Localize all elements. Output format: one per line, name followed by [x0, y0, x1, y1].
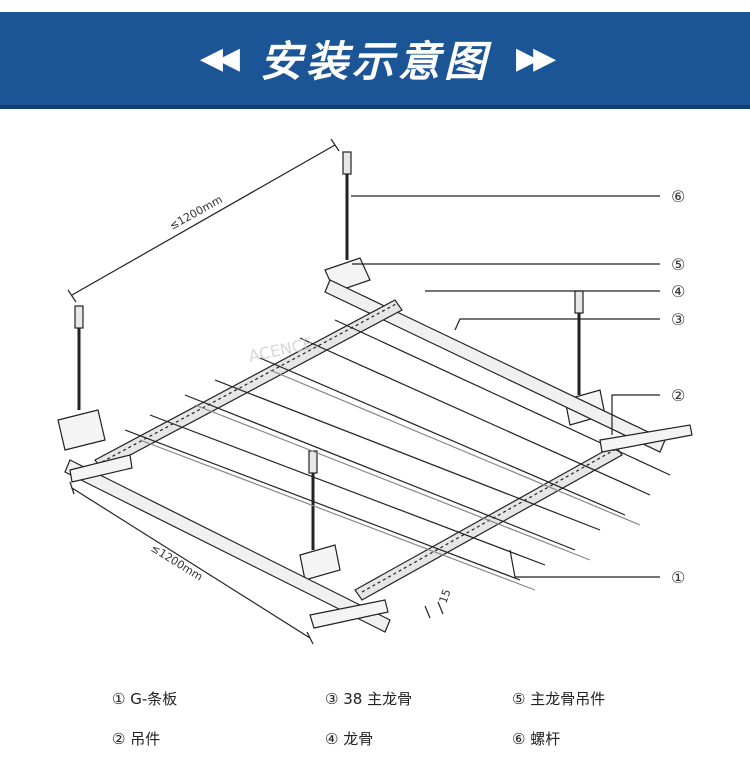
- hanger-left: [57, 409, 106, 451]
- left-arrows-icon: ◀◀: [199, 41, 240, 76]
- cross-keel-right: [354, 444, 623, 601]
- dimension-label-small: 15: [437, 587, 454, 605]
- callout-leader-3: [454, 318, 660, 331]
- page-title: 安装示意图: [259, 37, 490, 86]
- legend-item-g-strip: ① G-条板: [112, 690, 178, 708]
- main-keel-front: [64, 459, 391, 633]
- panel-strip: [124, 429, 521, 581]
- dimension-line-bottom: [71, 487, 311, 639]
- dimension-line-top: [71, 144, 336, 296]
- legend-item-main-keel-hanger: ⑤ 主龙骨吊件: [512, 690, 606, 708]
- hanger-middle: [299, 544, 341, 581]
- callout-1: ①: [671, 568, 685, 587]
- callout-3: ③: [671, 310, 685, 329]
- bottom-rail: [309, 599, 389, 629]
- callout-leader-2: [611, 394, 660, 435]
- callout-5: ⑤: [671, 255, 685, 274]
- dimension-label-bottom: ≤1200mm: [148, 542, 205, 584]
- callout-4: ④: [671, 282, 685, 301]
- legend-item-screw-rod: ⑥ 螺杆: [512, 730, 561, 748]
- legend-item-main-keel: ③ 38 主龙骨: [325, 690, 413, 708]
- main-keel-back: [324, 279, 666, 453]
- callout-2: ②: [671, 386, 685, 405]
- header-banner: ◀◀ 安装示意图 ▶▶: [0, 12, 750, 109]
- legend-item-keel: ④ 龙骨: [325, 730, 374, 748]
- installation-diagram: ≤1200mm ≤1200mm 15 ACENCE ⑥ ⑤ ④ ③ ② ①: [57, 138, 693, 645]
- legend-item-hanger: ② 吊件: [112, 730, 161, 748]
- callout-leader-1: [509, 549, 660, 578]
- right-arrows-icon: ▶▶: [516, 41, 556, 76]
- callout-6: ⑥: [671, 187, 685, 206]
- legend: ① G-条板 ③ 38 主龙骨 ⑤ 主龙骨吊件 ② 吊件 ④ 龙骨 ⑥ 螺杆: [0, 680, 750, 780]
- side-rail-right: [599, 424, 693, 453]
- side-rail-left: [69, 454, 133, 483]
